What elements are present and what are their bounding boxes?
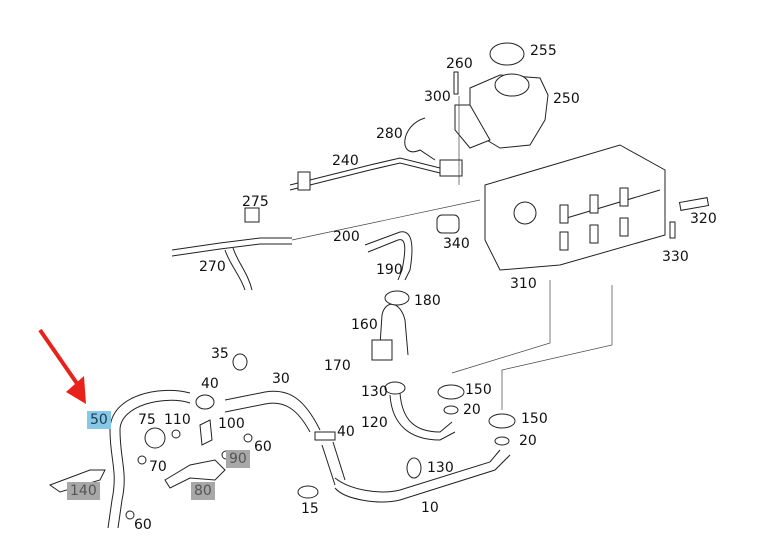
label-30[interactable]: 30: [272, 371, 290, 387]
label-160[interactable]: 160: [351, 317, 378, 333]
clamp-15[interactable]: [297, 485, 319, 499]
label-170[interactable]: 170: [324, 358, 351, 374]
label-130b[interactable]: 130: [427, 460, 454, 476]
label-250[interactable]: 250: [553, 91, 580, 107]
label-280[interactable]: 280: [376, 126, 403, 142]
label-60a[interactable]: 60: [254, 439, 272, 455]
label-40b[interactable]: 40: [337, 424, 355, 440]
label-90[interactable]: 90: [226, 450, 250, 468]
label-120[interactable]: 120: [361, 415, 388, 431]
seal-20b[interactable]: [494, 436, 510, 446]
label-240[interactable]: 240: [332, 153, 359, 169]
label-75[interactable]: 75: [138, 412, 156, 428]
bracket-100[interactable]: [199, 419, 213, 446]
label-35[interactable]: 35: [211, 346, 229, 362]
label-80[interactable]: 80: [191, 482, 215, 500]
label-130a[interactable]: 130: [361, 384, 388, 400]
hose-50[interactable]: [107, 389, 191, 529]
label-190[interactable]: 190: [376, 262, 403, 278]
label-300[interactable]: 300: [424, 89, 451, 105]
clamp-130[interactable]: [384, 381, 406, 395]
hose-10[interactable]: [334, 454, 511, 503]
label-150a[interactable]: 150: [465, 382, 492, 398]
clamp-40b[interactable]: [314, 431, 336, 441]
label-270[interactable]: 270: [199, 259, 226, 275]
label-40a[interactable]: 40: [201, 376, 219, 392]
bolt-60b[interactable]: [125, 510, 135, 520]
sensor-320[interactable]: [678, 197, 710, 211]
label-200[interactable]: 200: [333, 229, 360, 245]
hose-280[interactable]: [404, 117, 436, 161]
label-260[interactable]: 260: [446, 56, 473, 72]
bolt-70[interactable]: [137, 455, 147, 465]
label-330[interactable]: 330: [662, 249, 689, 265]
label-10[interactable]: 10: [421, 500, 439, 516]
clamp-180[interactable]: [384, 290, 410, 306]
hose-190[interactable]: [364, 231, 413, 281]
label-180[interactable]: 180: [414, 293, 441, 309]
label-60b[interactable]: 60: [134, 517, 152, 533]
intercooler-310[interactable]: [484, 144, 666, 271]
label-255[interactable]: 255: [530, 43, 557, 59]
label-15[interactable]: 15: [301, 501, 319, 517]
label-70[interactable]: 70: [149, 459, 167, 475]
clamp-130b[interactable]: [406, 457, 422, 479]
bracket-140[interactable]: [48, 469, 106, 493]
clamp-40a[interactable]: [195, 394, 215, 410]
label-50-highlighted[interactable]: 50: [87, 411, 111, 429]
hose-30[interactable]: [224, 390, 321, 431]
label-150b[interactable]: 150: [521, 411, 548, 427]
bolt-330[interactable]: [669, 221, 676, 239]
hose-240[interactable]: [289, 157, 441, 186]
cap-255[interactable]: [489, 42, 525, 66]
part-75[interactable]: [144, 427, 166, 449]
label-20a[interactable]: 20: [463, 402, 481, 418]
clamp-150b[interactable]: [488, 413, 516, 429]
label-20b[interactable]: 20: [519, 433, 537, 449]
label-140[interactable]: 140: [67, 482, 100, 500]
clamp-35[interactable]: [232, 353, 248, 371]
clamp-150a[interactable]: [437, 384, 465, 400]
bolt-260[interactable]: [453, 71, 459, 95]
red-arrow-icon: [38, 328, 86, 404]
hose-120[interactable]: [389, 394, 456, 441]
sensor-340[interactable]: [436, 214, 460, 234]
bolt-110[interactable]: [171, 429, 181, 439]
hose-270[interactable]: [171, 237, 292, 251]
bolt-60a[interactable]: [243, 433, 253, 443]
label-100[interactable]: 100: [218, 416, 245, 432]
label-320[interactable]: 320: [690, 211, 717, 227]
label-340[interactable]: 340: [443, 236, 470, 252]
label-275[interactable]: 275: [242, 194, 269, 210]
label-110[interactable]: 110: [164, 412, 191, 428]
label-310[interactable]: 310: [510, 276, 537, 292]
bracket-80[interactable]: [164, 459, 226, 489]
clip-275[interactable]: [244, 207, 260, 223]
seal-20a[interactable]: [443, 405, 459, 415]
